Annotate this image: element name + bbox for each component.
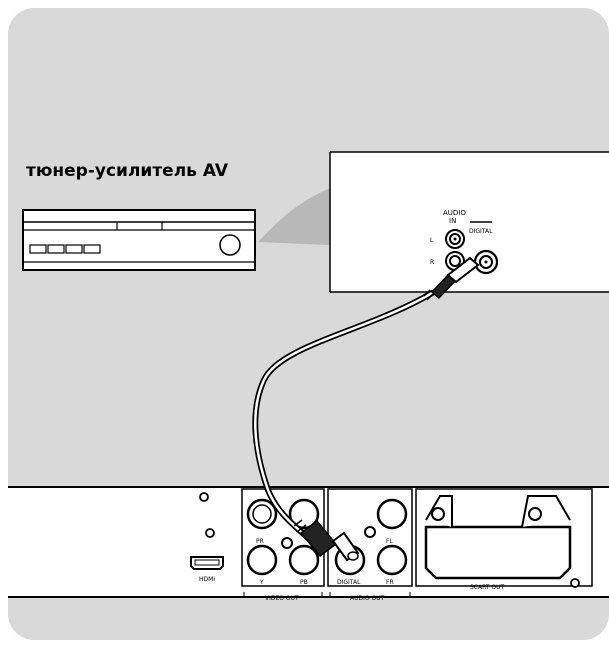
audio-in-l-jack [445,229,465,249]
audio-jack-fr [376,544,408,576]
video-jack-y [246,544,278,576]
audio-jack-fl [376,498,408,530]
scart-out-label: SCART OUT [470,584,505,591]
hdmi-label: HDMI [199,576,215,583]
pr-label: PR [256,538,264,545]
cable-plug-top [423,256,480,301]
digital-in-label: DIGITAL [469,228,493,235]
scart-port [424,495,572,580]
player-back-panel: HDMI PR Y PB VIDEO OUT DIGITAL [8,486,609,602]
cable-plug-bottom [293,519,360,562]
av-receiver [22,209,256,271]
channel-l-label: L [430,237,434,244]
video-jack-pb [288,544,320,576]
channel-r-label: R [430,259,434,266]
y-label: Y [259,579,264,586]
digital-out-label: DIGITAL [337,579,361,586]
video-jack-top-right [288,498,320,530]
audio-in-label-2: IN [449,217,456,225]
fl-label: FL [386,538,393,545]
audio-in-label-1: AUDIO [443,209,466,217]
coaxial-cable [252,256,480,562]
video-jack-pr [246,498,278,530]
hdmi-port [190,556,224,570]
receiver-title: тюнер-усилитель AV [26,161,229,181]
digital-in-jack [473,249,499,275]
video-out-label: VIDEO OUT [265,595,299,602]
fr-label: FR [386,579,394,586]
audio-out-label: AUDIO OUT [350,595,385,602]
pb-label: PB [300,579,308,586]
